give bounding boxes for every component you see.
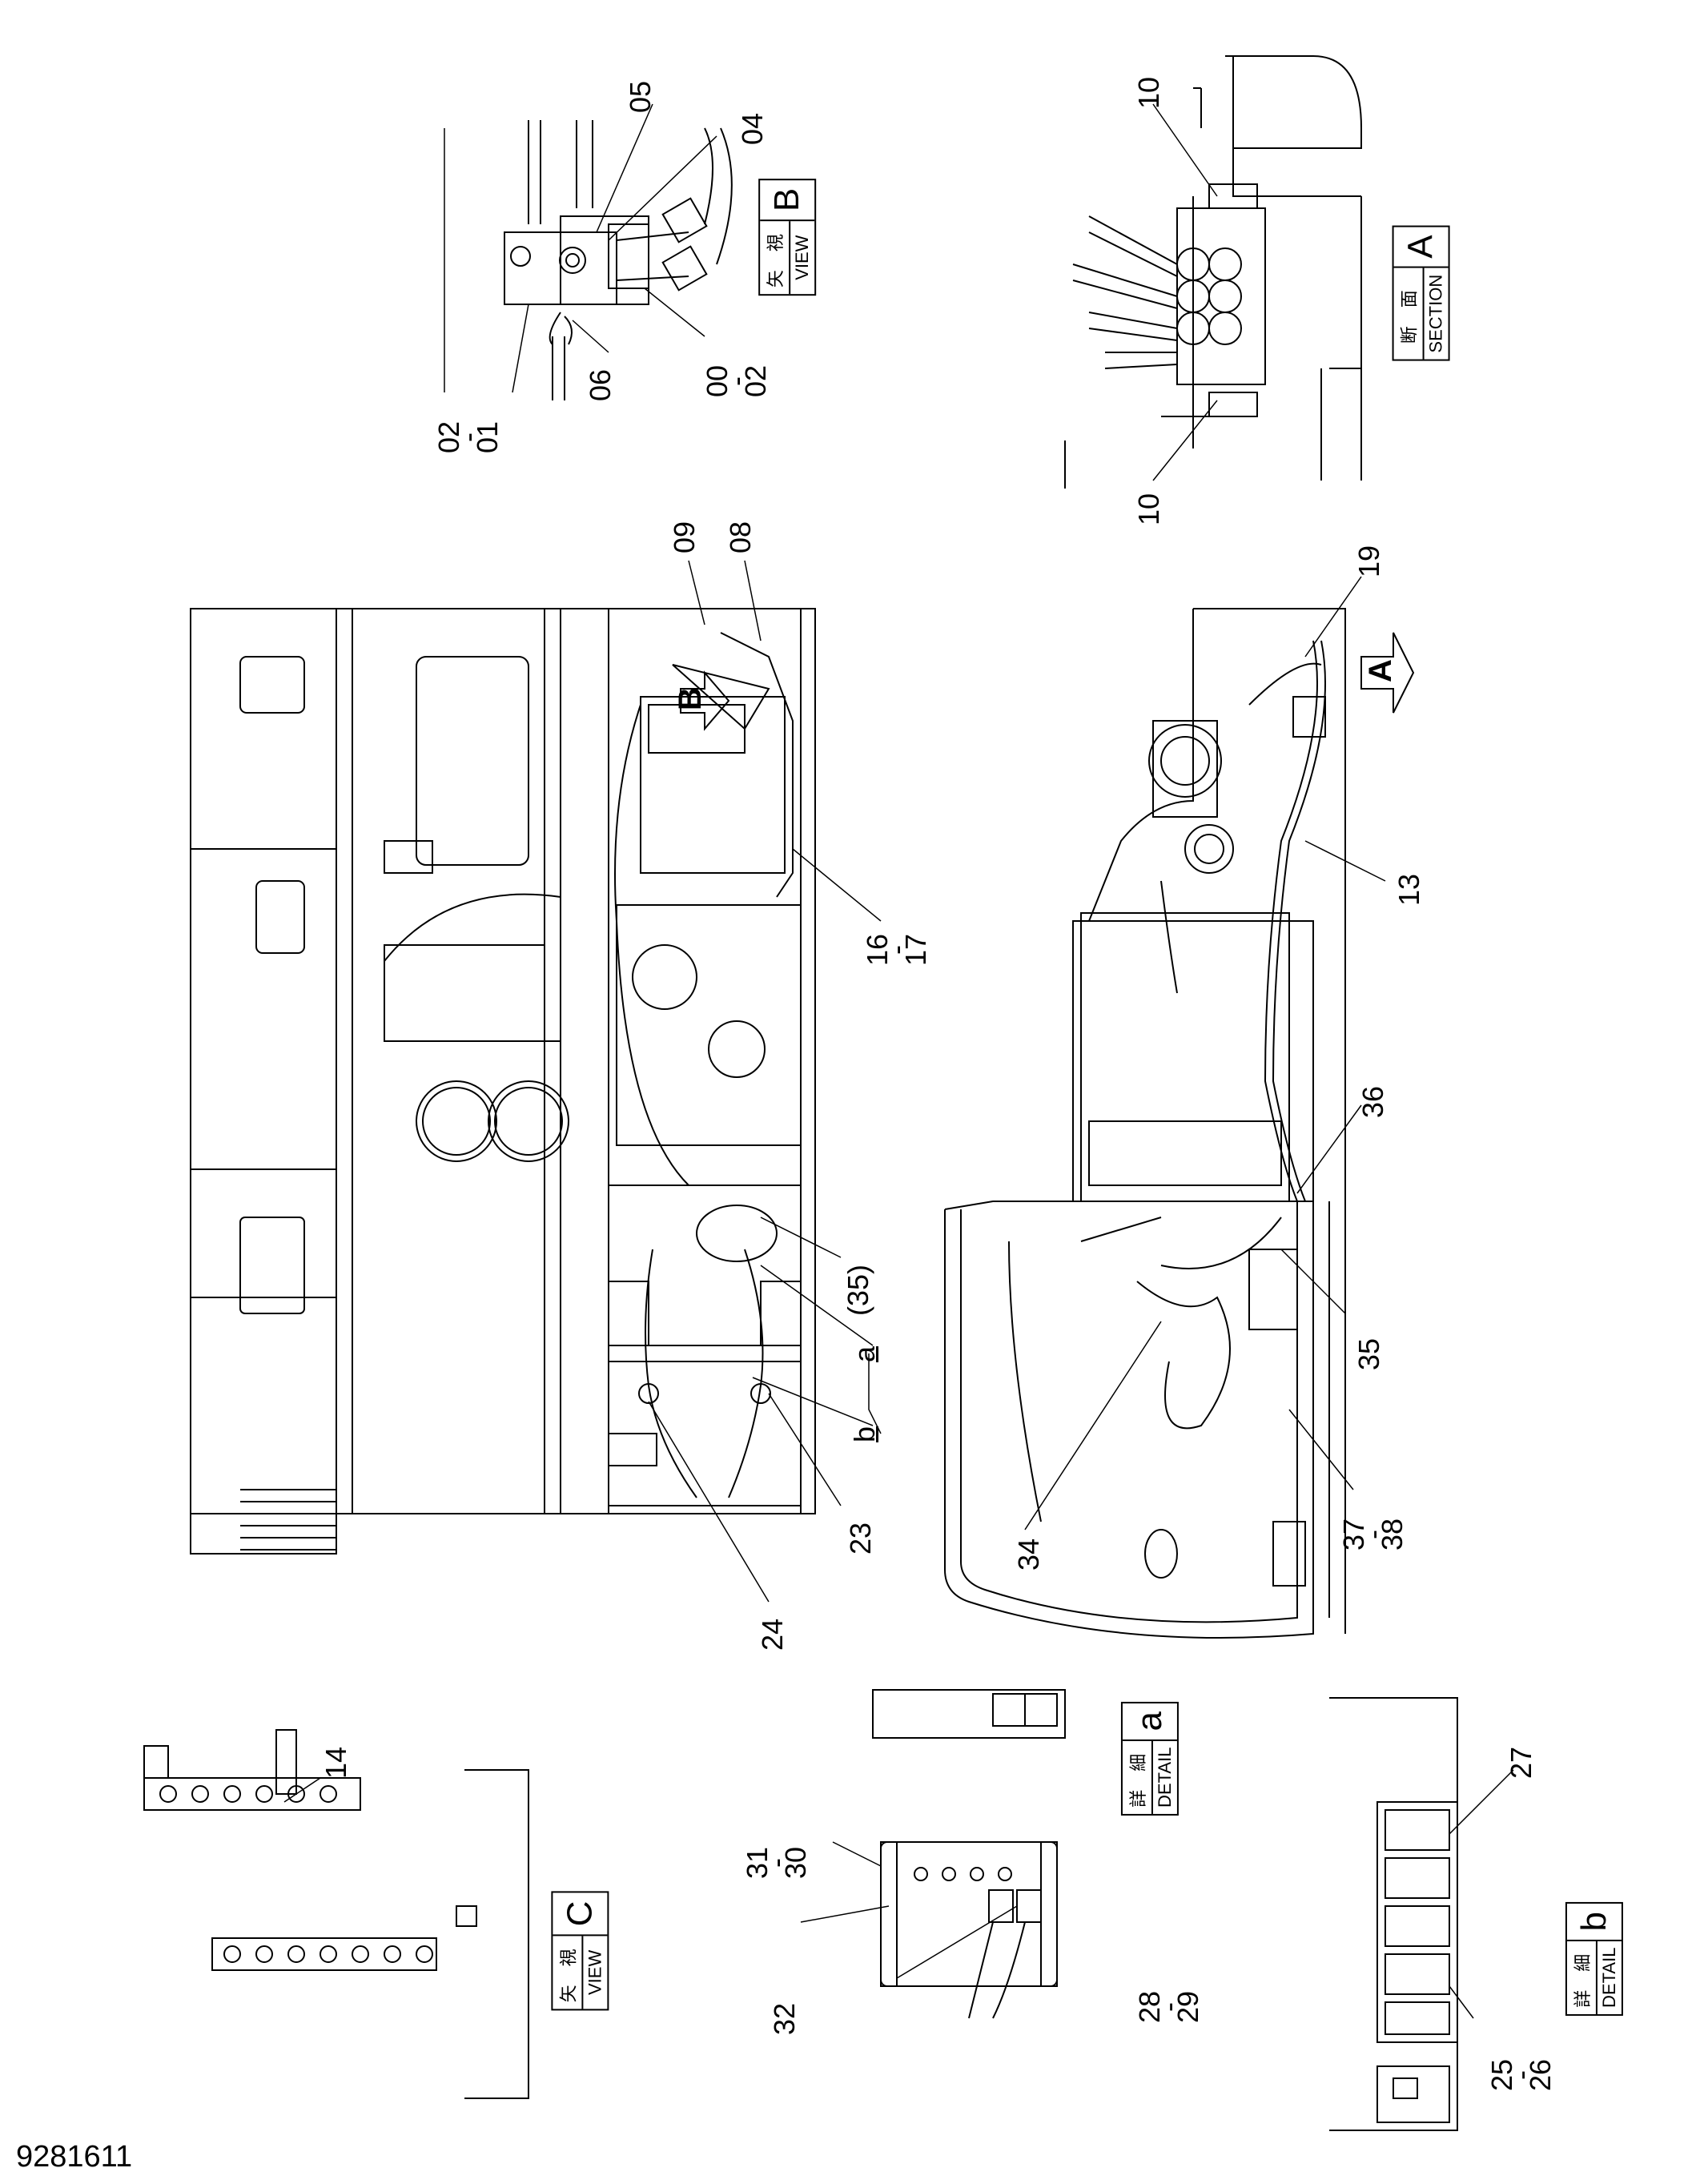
callout-37-38: 37 - 38 <box>1337 1518 1409 1551</box>
callout-00-02: 00 - 02 <box>701 364 773 398</box>
arrow-b-outline <box>680 670 730 731</box>
callout-27: 27 <box>1505 1746 1538 1780</box>
callout-35-paren: (35) <box>842 1264 875 1317</box>
drawing-number: 9281611 <box>16 2140 133 2174</box>
section-a-valve-detail <box>1064 55 1362 489</box>
callout-10-top: 10 <box>1132 76 1166 110</box>
arrow-a-outline <box>1360 632 1415 714</box>
callout-02-01: 02 - 01 <box>432 420 504 454</box>
detail-b-letter: b <box>1573 1912 1614 1932</box>
machine-frame-right-view <box>944 608 1346 1639</box>
callout-28-29: 28 - 29 <box>1133 1990 1205 2024</box>
detail-b-jp: 詳 細 <box>1566 1941 1597 2014</box>
callout-31-30: 31 - 30 <box>741 1846 813 1880</box>
callout-b: b <box>848 1426 882 1443</box>
section-a-en: SECTION <box>1425 274 1446 353</box>
detail-a-en: DETAIL <box>1154 1747 1175 1808</box>
callout-24: 24 <box>756 1618 790 1651</box>
detail-b-switch-panel <box>1329 1697 1458 2131</box>
callout-a: a <box>848 1345 882 1363</box>
view-c-en: VIEW <box>585 1949 605 1996</box>
section-a-jp: 断 面 <box>1393 267 1425 360</box>
detail-a-relay-box <box>872 1689 1066 2019</box>
arrow-a-letter: A <box>1362 659 1398 682</box>
callout-25-26: 25 - 26 <box>1485 2058 1557 2092</box>
view-c-jp: 矢 視 <box>553 1936 584 2009</box>
view-b-jp: 矢 視 <box>760 221 791 295</box>
callout-09: 09 <box>668 521 701 554</box>
section-a-letter: A <box>1401 235 1441 259</box>
callout-04: 04 <box>736 112 770 146</box>
detail-b-en: DETAIL <box>1598 1947 1619 2008</box>
view-c-letter: C <box>560 1900 600 1927</box>
callout-05: 05 <box>624 80 657 114</box>
callout-08: 08 <box>724 521 758 554</box>
callout-14: 14 <box>319 1746 353 1780</box>
detail-a-letter: a <box>1129 1711 1169 1732</box>
callout-10-bottom: 10 <box>1132 493 1166 526</box>
callout-19: 19 <box>1352 545 1386 578</box>
view-b-valve-detail <box>444 120 733 400</box>
callout-leaders <box>283 103 1514 2019</box>
view-c-detail <box>143 1729 529 2099</box>
machine-frame-left-view <box>190 608 816 1555</box>
arrow-b-letter: B <box>672 687 708 710</box>
callout-36: 36 <box>1356 1085 1390 1119</box>
callout-23: 23 <box>844 1522 878 1555</box>
view-b-letter: B <box>767 187 807 212</box>
callout-06: 06 <box>584 368 617 402</box>
callout-35: 35 <box>1352 1337 1386 1371</box>
detail-a-jp: 詳 細 <box>1122 1740 1153 1814</box>
callout-13: 13 <box>1393 873 1426 907</box>
callout-34: 34 <box>1012 1538 1046 1571</box>
callout-16-17: 16 - 17 <box>861 933 933 967</box>
callout-32: 32 <box>768 2002 802 2036</box>
view-b-en: VIEW <box>792 235 813 280</box>
